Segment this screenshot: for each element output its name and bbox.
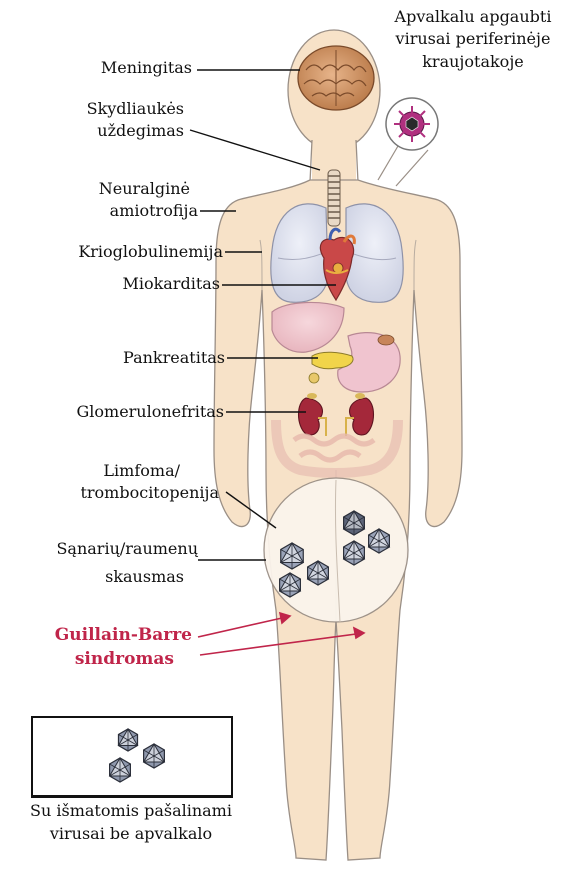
label-lymphoma-line2: trombocitopenija — [80, 482, 219, 504]
label-enveloped-line1: Apvalkalu apgaubti — [378, 6, 568, 28]
label-thyroiditis-line1: Skydliaukės — [87, 98, 184, 120]
label-glomerulonephritis: Glomerulonefritas — [76, 401, 224, 423]
naked-virus-icon — [344, 511, 365, 535]
label-pancreatitis: Pankreatitas — [123, 347, 225, 369]
naked-virus-icon — [369, 529, 390, 553]
naked-virus-icon — [344, 541, 365, 565]
label-thyroiditis-line2: uždegimas — [97, 120, 184, 142]
naked-virus-icon — [280, 573, 301, 597]
label-naked-line1: Su išmatomis pašalinami — [0, 800, 262, 822]
label-cryoglobulinemia: Krioglobulinemija — [78, 241, 223, 263]
trachea-icon — [328, 170, 340, 226]
label-lymphoma-line1: Limfoma/ — [103, 460, 180, 482]
label-enveloped-line2: virusai periferinėje — [378, 28, 568, 50]
naked-virus-icon — [281, 543, 304, 569]
label-gbs-line1: Guillain-Barre — [55, 624, 192, 646]
label-gbs-line2: sindromas — [75, 648, 174, 670]
naked-virus-icon — [308, 561, 329, 585]
enveloped-virus-icon — [378, 98, 438, 186]
label-myocarditis: Miokarditas — [122, 273, 220, 295]
brain-icon — [298, 46, 374, 110]
naked-virus-legend-box — [31, 716, 233, 798]
label-joint-pain-line2: skausmas — [105, 566, 184, 588]
label-meningitis: Meningitas — [101, 57, 192, 79]
label-joint-pain-line1: Sąnarių/raumenų — [56, 538, 198, 560]
label-enveloped-line3: kraujotakoje — [378, 51, 568, 73]
label-neuralgic-line2: amiotrofija — [110, 200, 198, 222]
label-neuralgic-line1: Neuralginė — [99, 178, 190, 200]
label-naked-line2: virusai be apvalkalo — [0, 823, 262, 845]
